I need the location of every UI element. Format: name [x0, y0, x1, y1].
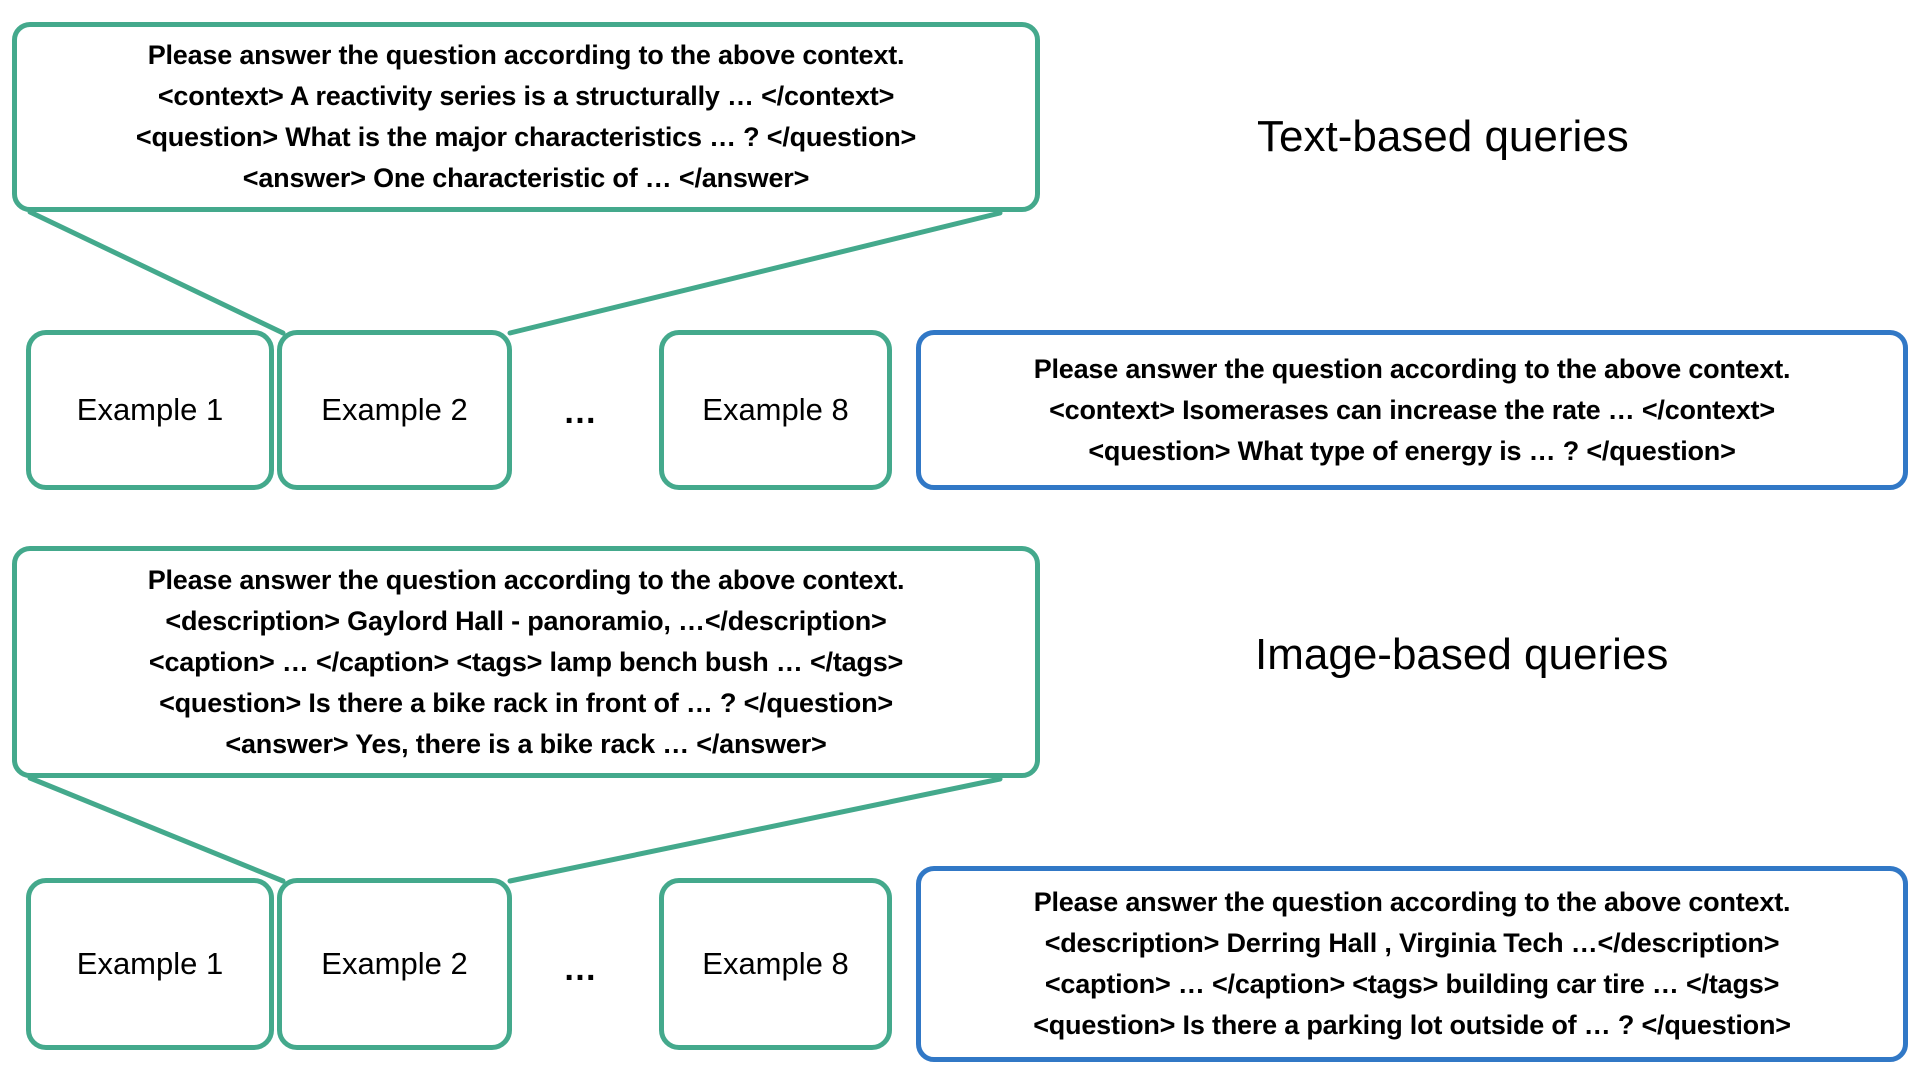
prompt-line: Please answer the question according to …: [147, 564, 905, 595]
connector-line-text-left: [27, 209, 286, 336]
example-label: Example 2: [321, 392, 468, 427]
example-box-image-8: Example 8: [659, 878, 892, 1050]
section-title-image-based: Image-based queries: [1255, 630, 1669, 679]
connector-line-text-right: [507, 210, 1003, 336]
query-line: <description> Derring Hall , Virginia Te…: [1044, 928, 1780, 958]
query-line: <context> Isomerases can increase the ra…: [1049, 394, 1775, 425]
prompt-line: <caption> … </caption> <tags> lamp bench…: [148, 646, 904, 677]
prompt-line: <question> Is there a bike rack in front…: [159, 687, 893, 718]
example-box-text-1: Example 1: [26, 330, 274, 490]
example-label: Example 8: [702, 946, 849, 981]
prompt-line: <answer> Yes, there is a bike rack … </a…: [225, 728, 827, 759]
query-line: <question> Is there a parking lot outsid…: [1033, 1010, 1791, 1040]
example-box-image-1: Example 1: [26, 878, 274, 1050]
prompt-line: <answer> One characteristic of … </answe…: [242, 163, 810, 193]
text-prompt-example-box: Please answer the question according to …: [12, 22, 1040, 212]
query-line: Please answer the question according to …: [1033, 353, 1791, 384]
prompt-line: Please answer the question according to …: [147, 40, 905, 70]
prompt-line: <question> What is the major characteris…: [135, 122, 917, 152]
examples-ellipsis-image: …: [563, 950, 599, 988]
example-label: Example 1: [76, 392, 224, 427]
examples-ellipsis-text: …: [563, 393, 599, 431]
text-query-box: Please answer the question according to …: [916, 330, 1908, 490]
example-box-text-2: Example 2: [277, 330, 512, 490]
prompt-line: <description> Gaylord Hall - panoramio, …: [165, 605, 887, 636]
query-line: Please answer the question according to …: [1033, 887, 1791, 917]
example-box-text-8: Example 8: [659, 330, 892, 490]
example-label: Example 2: [321, 946, 468, 981]
query-line: <caption> … </caption> <tags> building c…: [1044, 969, 1780, 999]
example-box-image-2: Example 2: [277, 878, 512, 1050]
image-prompt-example-box: Please answer the question according to …: [12, 546, 1040, 778]
section-title-text-based: Text-based queries: [1257, 112, 1629, 161]
example-label: Example 1: [76, 946, 224, 981]
example-label: Example 8: [702, 392, 849, 427]
image-query-box: Please answer the question according to …: [916, 866, 1908, 1062]
connector-line-image-left: [27, 775, 286, 884]
prompt-line: <context> A reactivity series is a struc…: [157, 81, 895, 111]
connector-line-image-right: [507, 776, 1003, 884]
query-line: <question> What type of energy is … ? </…: [1088, 435, 1736, 466]
